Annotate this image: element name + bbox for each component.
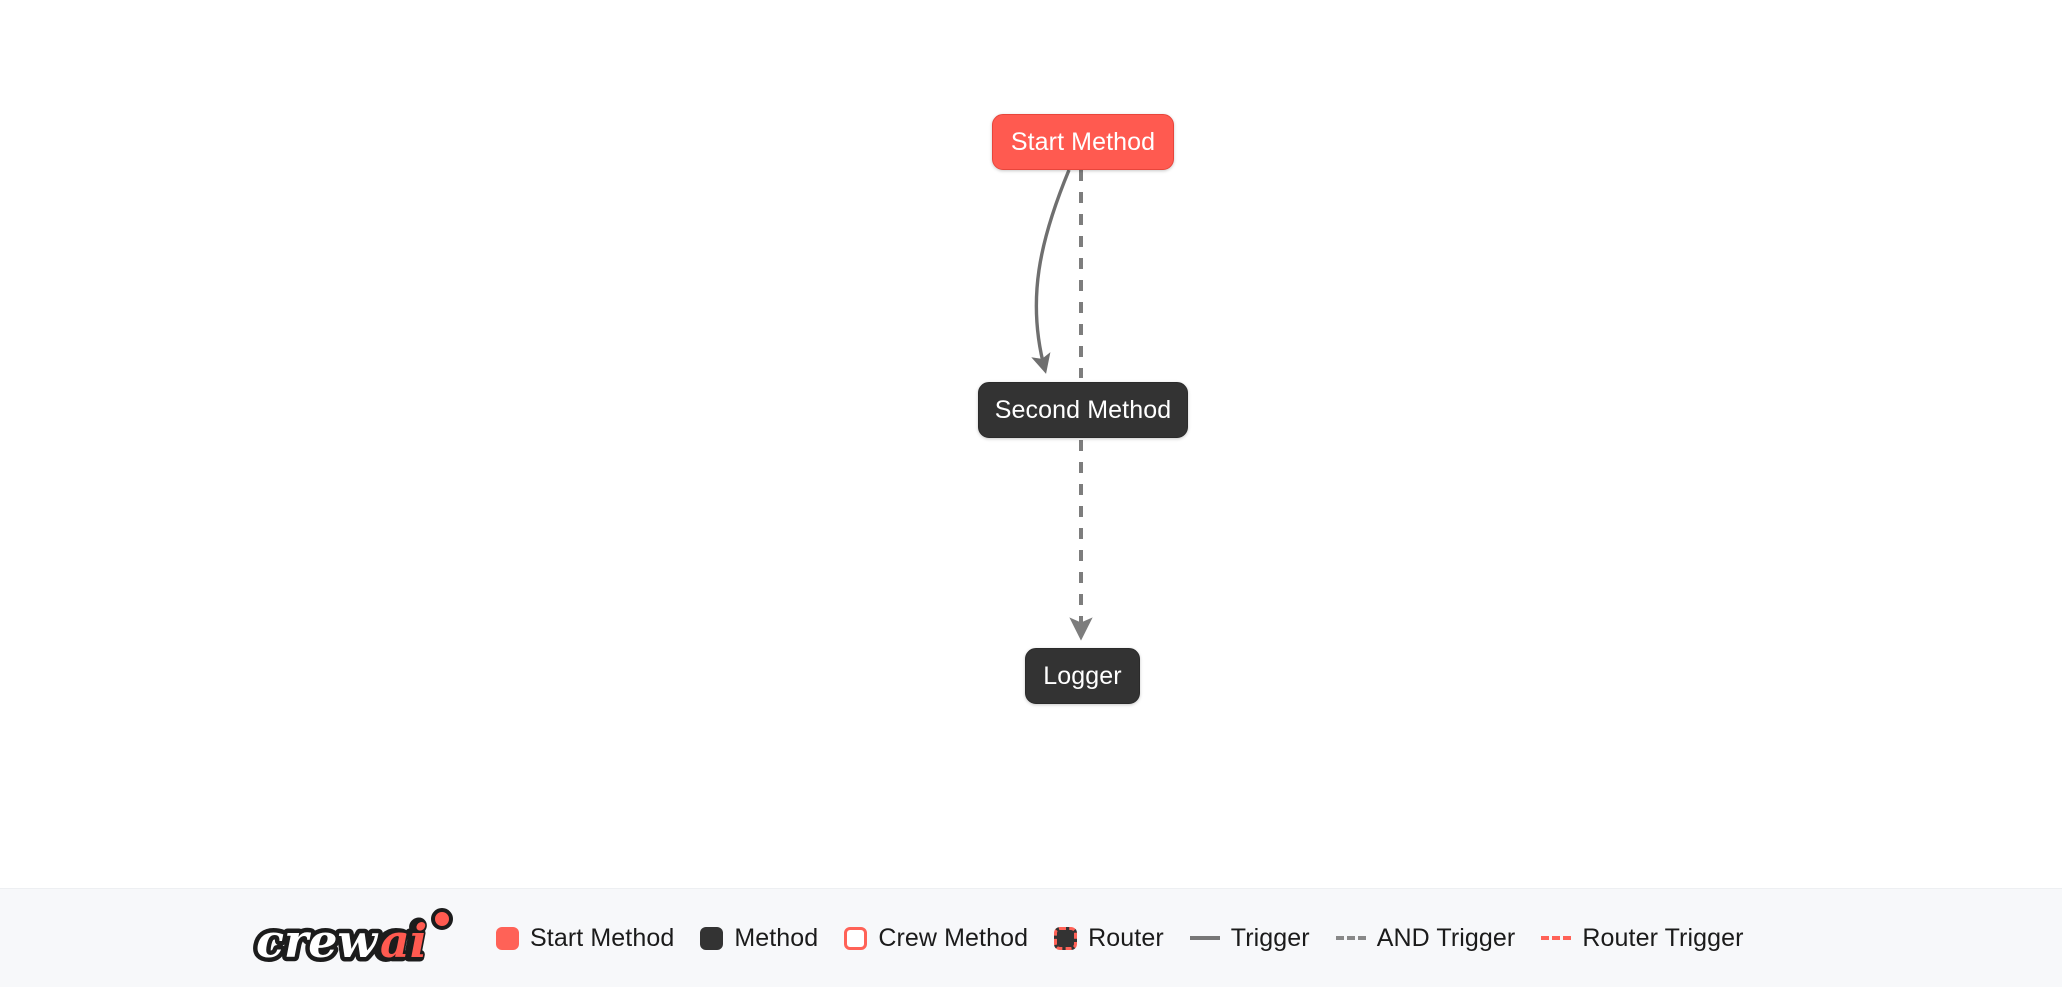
trigger-line-icon: [1189, 936, 1220, 940]
legend-label: AND Trigger: [1376, 923, 1516, 952]
flow-node-label: Second Method: [994, 395, 1172, 424]
method-swatch-icon: [700, 926, 724, 950]
legend-item-router-trigger: Router Trigger: [1541, 923, 1744, 952]
start-method-swatch-icon: [496, 926, 519, 950]
legend-label: Crew Method: [878, 923, 1029, 952]
legend-label: Trigger: [1230, 923, 1310, 952]
router-swatch-icon: [1054, 926, 1078, 950]
flow-node-logger[interactable]: Logger: [1025, 648, 1140, 704]
legend-item-start-method: Start Method: [496, 923, 675, 952]
legend-label: Router Trigger: [1582, 923, 1744, 952]
crewai-logo-dot: [431, 908, 453, 930]
crewai-logo-outline: crewai: [256, 914, 424, 968]
edge-trigger-start-to-second: [1031, 169, 1071, 374]
crewai-logo-ai: ai: [380, 914, 427, 968]
flow-canvas[interactable]: Start Method Second Method Logger: [0, 0, 2062, 888]
flow-node-start-method[interactable]: Start Method: [992, 114, 1174, 170]
flow-node-label: Logger: [1043, 661, 1122, 690]
legend-bar: crewai crew crew ai Start Method Method: [0, 888, 2062, 987]
legend-content: crewai crew crew ai Start Method Method: [252, 905, 1770, 971]
legend-item-trigger: Trigger: [1189, 923, 1310, 952]
router-trigger-line-icon: [1541, 936, 1572, 940]
crew-method-swatch-icon: [844, 926, 868, 950]
legend-label: Method: [734, 923, 819, 952]
legend-item-and-trigger: AND Trigger: [1335, 923, 1516, 952]
crewai-logo-crew: crew: [256, 914, 379, 968]
legend-item-method: Method: [700, 923, 819, 952]
legend-item-crew-method: Crew Method: [844, 923, 1029, 952]
flow-node-second-method[interactable]: Second Method: [978, 382, 1188, 438]
legend-label: Router: [1088, 923, 1164, 952]
edge-layer: [1031, 169, 1093, 641]
crewai-logo: crewai crew crew ai: [252, 908, 453, 971]
legend-label: Start Method: [530, 923, 675, 952]
legend-item-router: Router: [1054, 923, 1164, 952]
flow-node-label: Start Method: [1010, 127, 1156, 156]
and-trigger-line-icon: [1335, 936, 1366, 940]
